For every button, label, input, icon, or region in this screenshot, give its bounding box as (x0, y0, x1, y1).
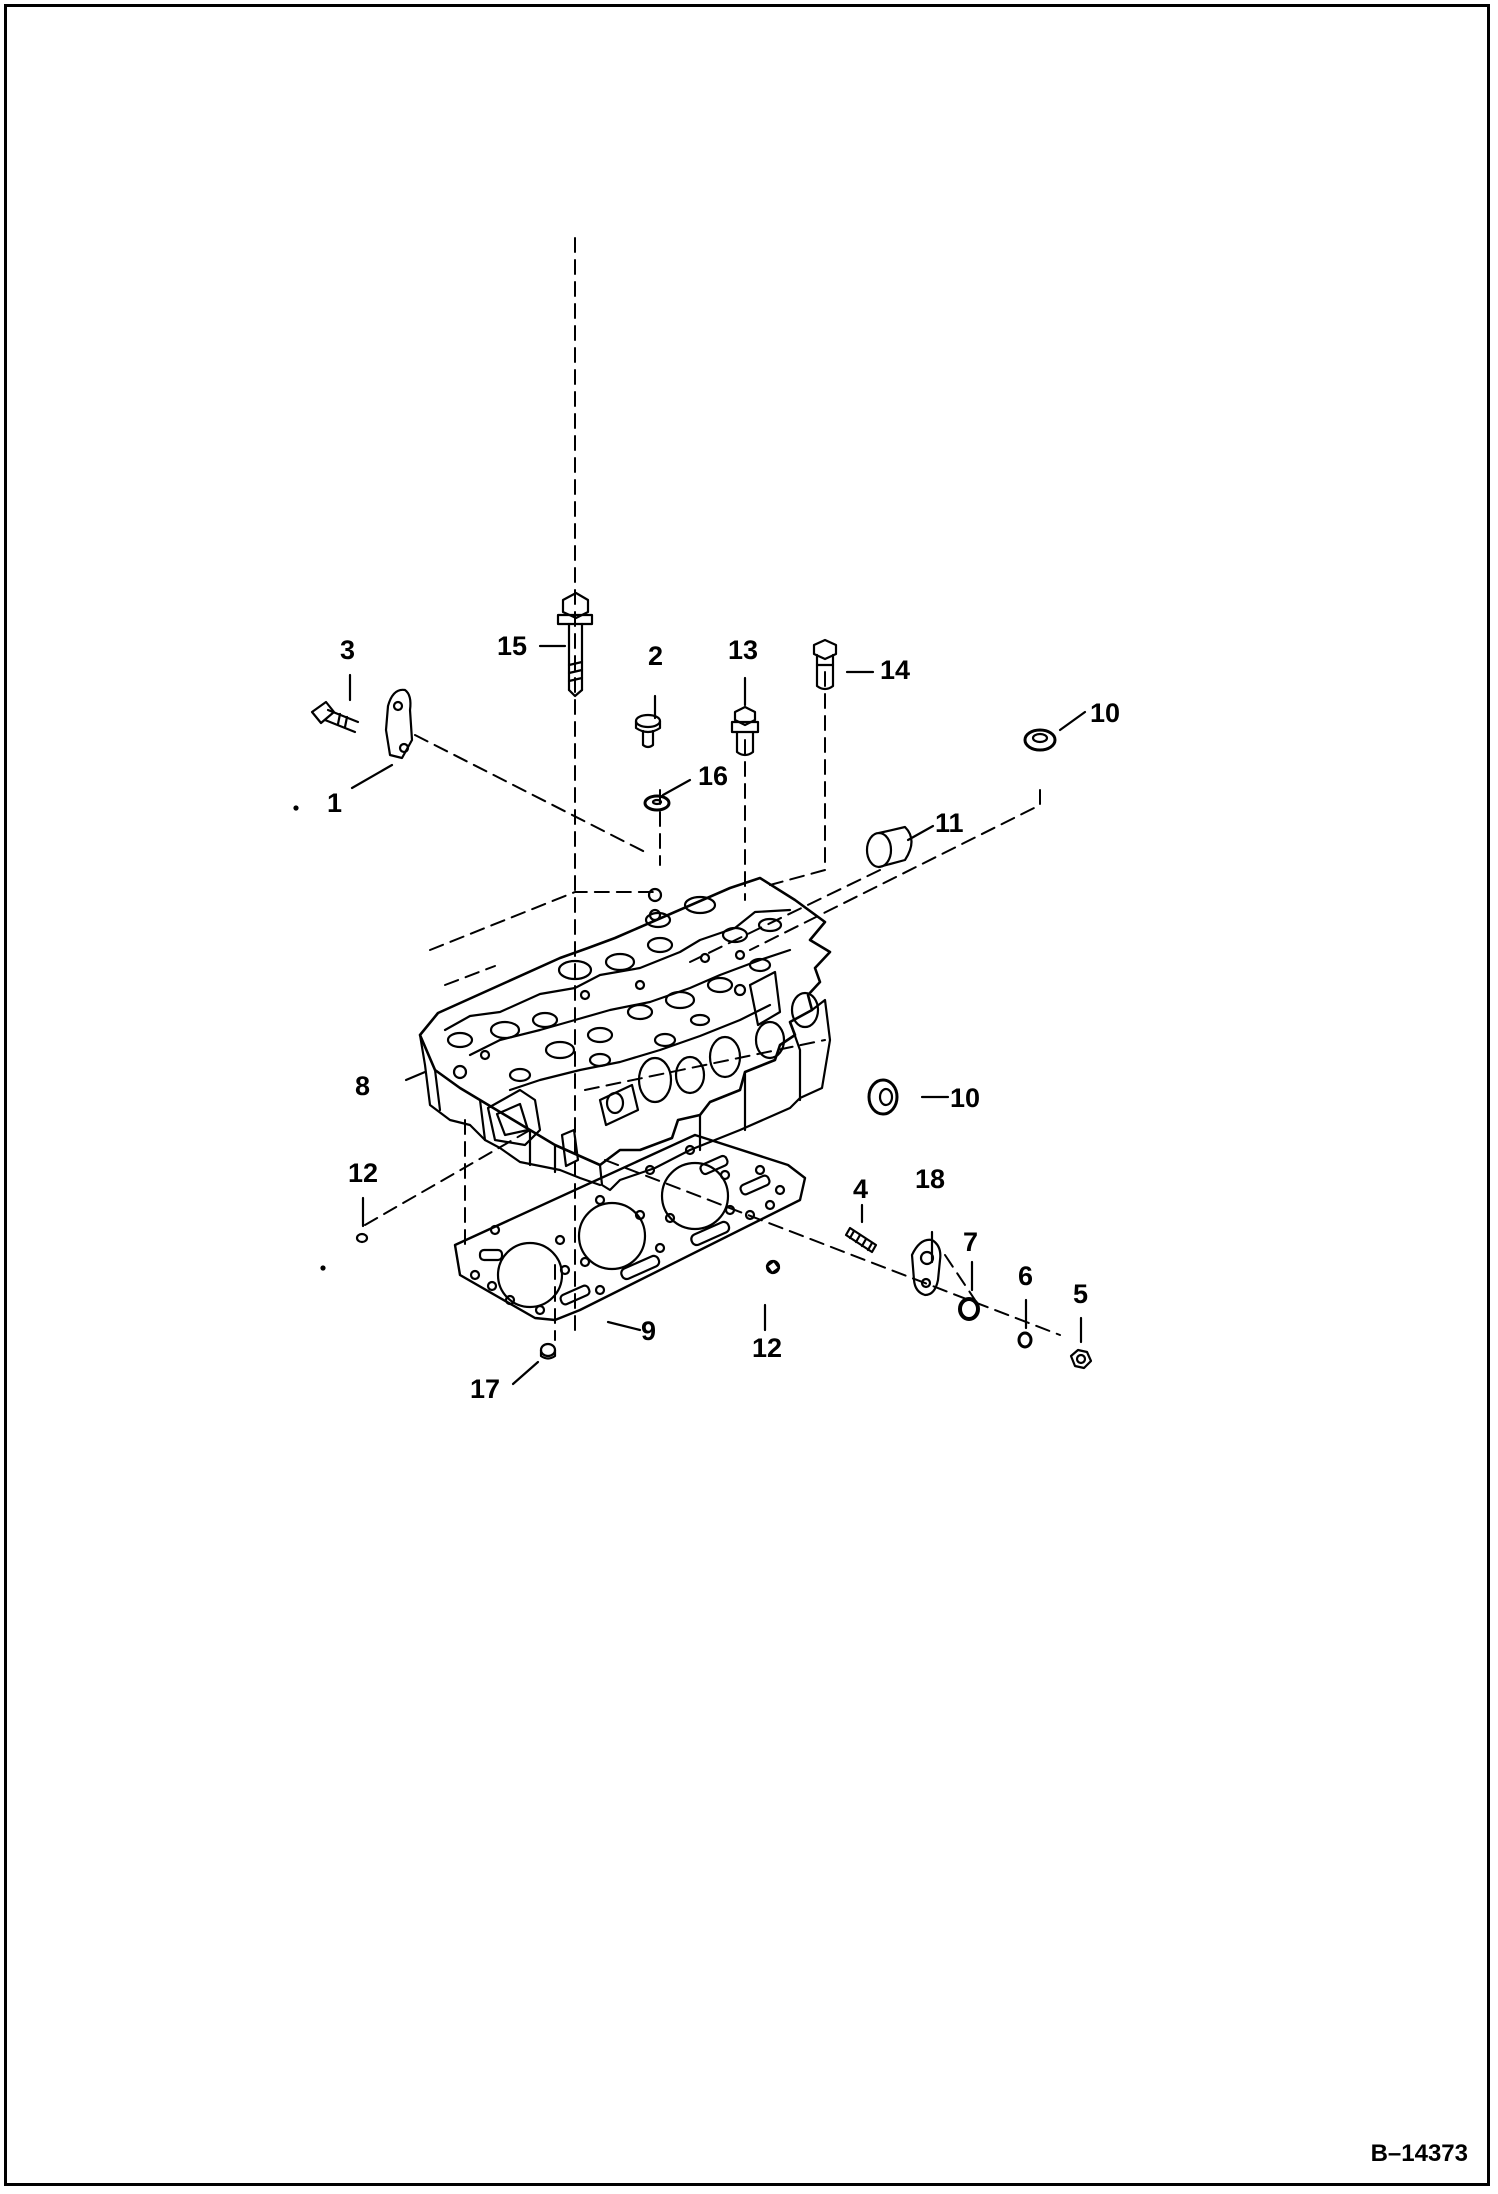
callout-14: 14 (880, 655, 911, 685)
drawing-number: B–14373 (1370, 2140, 1468, 2167)
part-11-cap (865, 825, 913, 869)
callout-1: 1 (327, 788, 343, 818)
callout-4: 4 (853, 1174, 869, 1204)
leader-lines (348, 644, 1087, 1386)
part-10-seal-upper (1023, 728, 1057, 752)
cylinder-head (418, 876, 832, 1192)
part-13-nozzle-holder (730, 705, 760, 757)
callout-2: 2 (648, 641, 664, 671)
part-5-nut (1069, 1348, 1093, 1370)
part-15-head-bolt (556, 591, 594, 698)
callout-16: 16 (698, 761, 729, 791)
callout-7: 7 (963, 1227, 979, 1257)
part-6-lock-washer (1017, 1331, 1033, 1349)
callout-5: 5 (1073, 1279, 1089, 1309)
part-16-washer (643, 794, 671, 812)
callout-11: 11 (935, 808, 964, 838)
callout-10-upper: 10 (1090, 698, 1121, 728)
callout-12-left: 12 (348, 1158, 379, 1188)
callout-17: 17 (470, 1374, 501, 1404)
part-18-lifting-eye (910, 1238, 942, 1297)
callout-9: 9 (641, 1316, 657, 1346)
part-3-bolt (310, 700, 360, 734)
callout-13: 13 (728, 635, 759, 665)
callout-12-right: 12 (752, 1333, 783, 1363)
part-2-bolt (634, 713, 662, 749)
part-12-dowel-pin-right (765, 1259, 781, 1275)
part-17-plug (539, 1342, 557, 1360)
part-7-washer (958, 1297, 980, 1321)
callout-18: 18 (915, 1164, 946, 1194)
part-4-stud (844, 1226, 878, 1254)
callout-3: 3 (340, 635, 356, 665)
part-1-bracket (384, 688, 414, 760)
page-frame (4, 4, 1490, 2186)
callout-15: 15 (497, 631, 528, 661)
part-10-seal-lower (867, 1078, 899, 1116)
head-gasket (453, 1133, 807, 1322)
callout-10-lower: 10 (950, 1083, 981, 1113)
alignment-lines (364, 237, 1061, 1341)
callout-8: 8 (355, 1071, 371, 1101)
part-12-dowel-pin-left (355, 1232, 369, 1244)
part-14-glow-plug (812, 638, 838, 691)
callout-6: 6 (1018, 1261, 1034, 1291)
